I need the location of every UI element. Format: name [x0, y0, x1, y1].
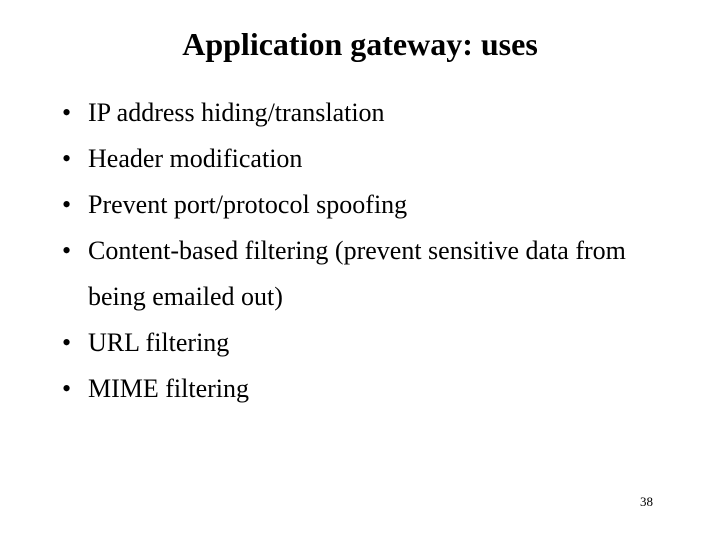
list-item: • Header modification	[56, 136, 656, 182]
list-item-label: MIME filtering	[88, 374, 250, 403]
bullet-point-icon: •	[62, 144, 72, 173]
bullet-point-icon: •	[62, 374, 72, 403]
bullet-point-icon: •	[62, 328, 72, 357]
bullet-list: • IP address hiding/translation • Header…	[56, 90, 656, 412]
list-item: • Content-based filtering (prevent sensi…	[56, 228, 656, 320]
list-item: • IP address hiding/translation	[56, 90, 656, 136]
list-item-label: URL filtering	[88, 328, 230, 357]
list-item: • Prevent port/protocol spoofing	[56, 182, 656, 228]
list-item-label: IP address hiding/translation	[88, 98, 385, 127]
list-item: • URL filtering	[56, 320, 656, 366]
list-item-label: Header modification	[88, 144, 303, 173]
list-item-label: Prevent port/protocol spoofing	[88, 190, 408, 219]
list-item: • MIME filtering	[56, 366, 656, 412]
page-title: Application gateway: uses	[182, 26, 538, 62]
bullet-point-icon: •	[62, 236, 72, 265]
bullet-point-icon: •	[62, 190, 72, 219]
bullet-point-icon: •	[62, 98, 72, 127]
list-item-label: Content-based filtering (prevent sensiti…	[88, 236, 626, 311]
page-number: 38	[640, 494, 653, 509]
